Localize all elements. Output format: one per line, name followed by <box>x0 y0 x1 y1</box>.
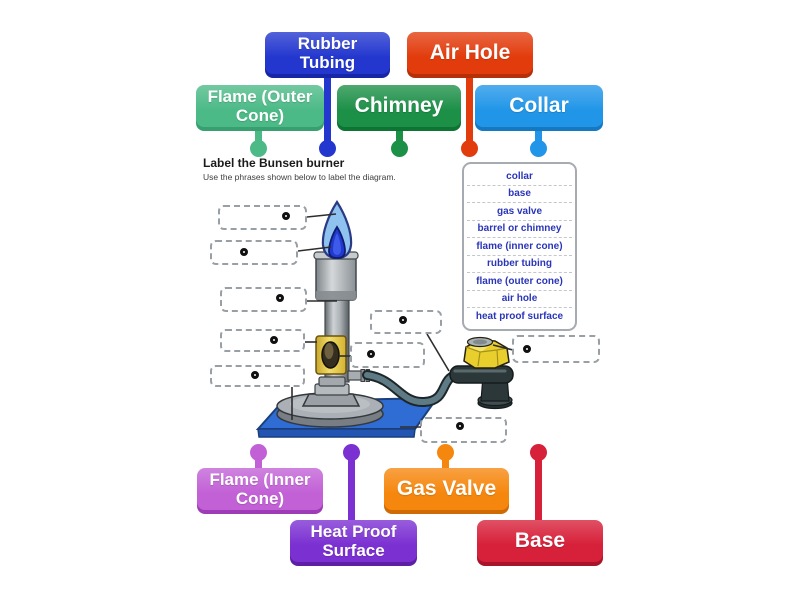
drop-target-barrel[interactable] <box>220 287 307 312</box>
pin-stem-gas-valve <box>442 450 449 472</box>
pin-dot-heat-proof <box>343 444 360 461</box>
word-item-flame-inner: flame (inner cone) <box>467 238 572 256</box>
word-item-collar: collar <box>467 168 572 186</box>
word-item-air-hole: air hole <box>467 291 572 308</box>
label-chip-air-hole[interactable]: Air Hole <box>407 32 533 74</box>
collar-air-hole <box>315 335 347 375</box>
pin-dot-flame-outer <box>250 140 267 157</box>
pin-stem-collar <box>535 126 542 152</box>
connector-line-flame-inner <box>297 246 332 252</box>
label-chip-rubber-tubing[interactable]: Rubber Tubing <box>265 32 390 74</box>
pin-stem-chimney <box>396 126 403 152</box>
valve-knob <box>463 336 510 369</box>
drop-target-gas-valve[interactable] <box>512 335 600 363</box>
page-title: Label the Bunsen burner <box>203 156 345 170</box>
drop-target-heat-proof-surface[interactable] <box>420 417 507 443</box>
pin-dot-gas-valve <box>437 444 454 461</box>
target-ring-icon <box>276 294 284 302</box>
word-list-panel: collar base gas valve barrel or chimney … <box>462 162 577 331</box>
chimney-top <box>313 251 359 301</box>
word-item-heat-proof: heat proof surface <box>475 310 564 322</box>
drop-target-flame-outer[interactable] <box>218 205 307 230</box>
label-chip-gas-valve[interactable]: Gas Valve <box>384 468 509 510</box>
connector-lines <box>291 213 514 428</box>
bunsen-burner-illustration <box>255 199 514 438</box>
word-item-base: base <box>467 186 572 203</box>
pin-stem-flame-outer <box>255 126 262 152</box>
label-chip-base[interactable]: Base <box>477 520 603 562</box>
target-ring-icon <box>251 371 259 379</box>
pin-stem-flame-inner <box>255 450 262 472</box>
label-chip-collar[interactable]: Collar <box>475 85 603 127</box>
drop-target-base[interactable] <box>210 365 305 387</box>
target-ring-icon <box>270 336 278 344</box>
drop-target-rubber-tubing[interactable] <box>370 310 442 334</box>
drop-target-flame-inner[interactable] <box>210 240 298 265</box>
page-subtitle: Use the phrases shown below to label the… <box>203 172 396 182</box>
target-ring-icon <box>282 212 290 220</box>
pin-dot-collar <box>530 140 547 157</box>
burner-base <box>276 392 384 428</box>
pin-dot-flame-inner <box>250 444 267 461</box>
pin-stem-base <box>535 450 542 524</box>
label-chip-flame-outer[interactable]: Flame (Outer Cone) <box>196 85 324 127</box>
label-chip-heat-proof[interactable]: Heat Proof Surface <box>290 520 417 562</box>
word-item-barrel: barrel or chimney <box>467 221 572 238</box>
pin-stem-rubber-tubing <box>324 73 331 152</box>
word-item-rubber-tubing: rubber tubing <box>467 256 572 273</box>
pin-dot-chimney <box>391 140 408 157</box>
pin-dot-base <box>530 444 547 461</box>
word-item-flame-outer: flame (outer cone) <box>467 273 572 291</box>
word-item-gas-valve: gas valve <box>467 203 572 221</box>
connector-line-gas-valve <box>492 344 514 351</box>
rubber-tubing-hose <box>362 370 461 407</box>
target-ring-icon <box>240 248 248 256</box>
drop-target-collar[interactable] <box>220 329 305 352</box>
target-ring-icon <box>367 350 375 358</box>
label-chip-chimney[interactable]: Chimney <box>337 85 461 127</box>
pin-dot-rubber-tubing <box>319 140 336 157</box>
flame-inner-cone <box>328 225 346 259</box>
target-ring-icon <box>456 422 464 430</box>
target-ring-icon <box>523 345 531 353</box>
target-ring-icon <box>399 316 407 324</box>
connector-line-rubber-tubing <box>426 333 450 372</box>
pin-dot-air-hole <box>461 140 478 157</box>
drop-target-air-hole[interactable] <box>350 342 425 368</box>
label-chip-flame-inner[interactable]: Flame (Inner Cone) <box>197 468 323 510</box>
pin-stem-air-hole <box>466 73 473 152</box>
connector-line-flame-outer <box>306 213 337 218</box>
pin-stem-heat-proof <box>348 450 355 524</box>
